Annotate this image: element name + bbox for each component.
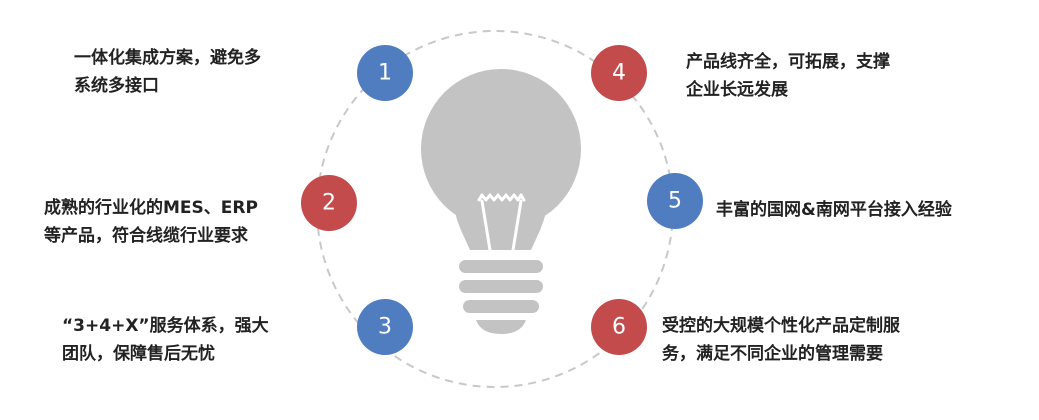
badge-6: 6 — [591, 299, 647, 355]
item-6-text: 受控的大规模个性化产品定制服 务，满足不同企业的管理需要 — [662, 316, 900, 364]
badge-1-number: 1 — [378, 61, 392, 86]
badge-4-number: 4 — [612, 61, 626, 86]
item-4-text: 产品线齐全，可拓展，支撑 企业长远发展 — [686, 52, 890, 100]
badge-1: 1 — [357, 45, 413, 101]
item-3-text: “3+4+X”服务体系，强大 团队，保障售后无忧 — [62, 316, 269, 364]
badge-5-number: 5 — [668, 189, 682, 214]
badge-3-number: 3 — [378, 315, 392, 340]
badge-2-number: 2 — [322, 191, 336, 216]
item-2-text: 成熟的行业化的MES、ERP 等产品，符合线缆行业要求 — [44, 198, 258, 246]
badge-5: 5 — [647, 173, 703, 229]
badge-6-number: 6 — [612, 315, 626, 340]
badge-3: 3 — [357, 299, 413, 355]
item-1-text: 一体化集成方案，避免多 系统多接口 — [74, 48, 261, 96]
badge-2: 2 — [301, 175, 357, 231]
lightbulb-icon — [421, 69, 581, 334]
item-5-text: 丰富的国网&南网平台接入经验 — [716, 200, 952, 220]
badge-4: 4 — [591, 45, 647, 101]
